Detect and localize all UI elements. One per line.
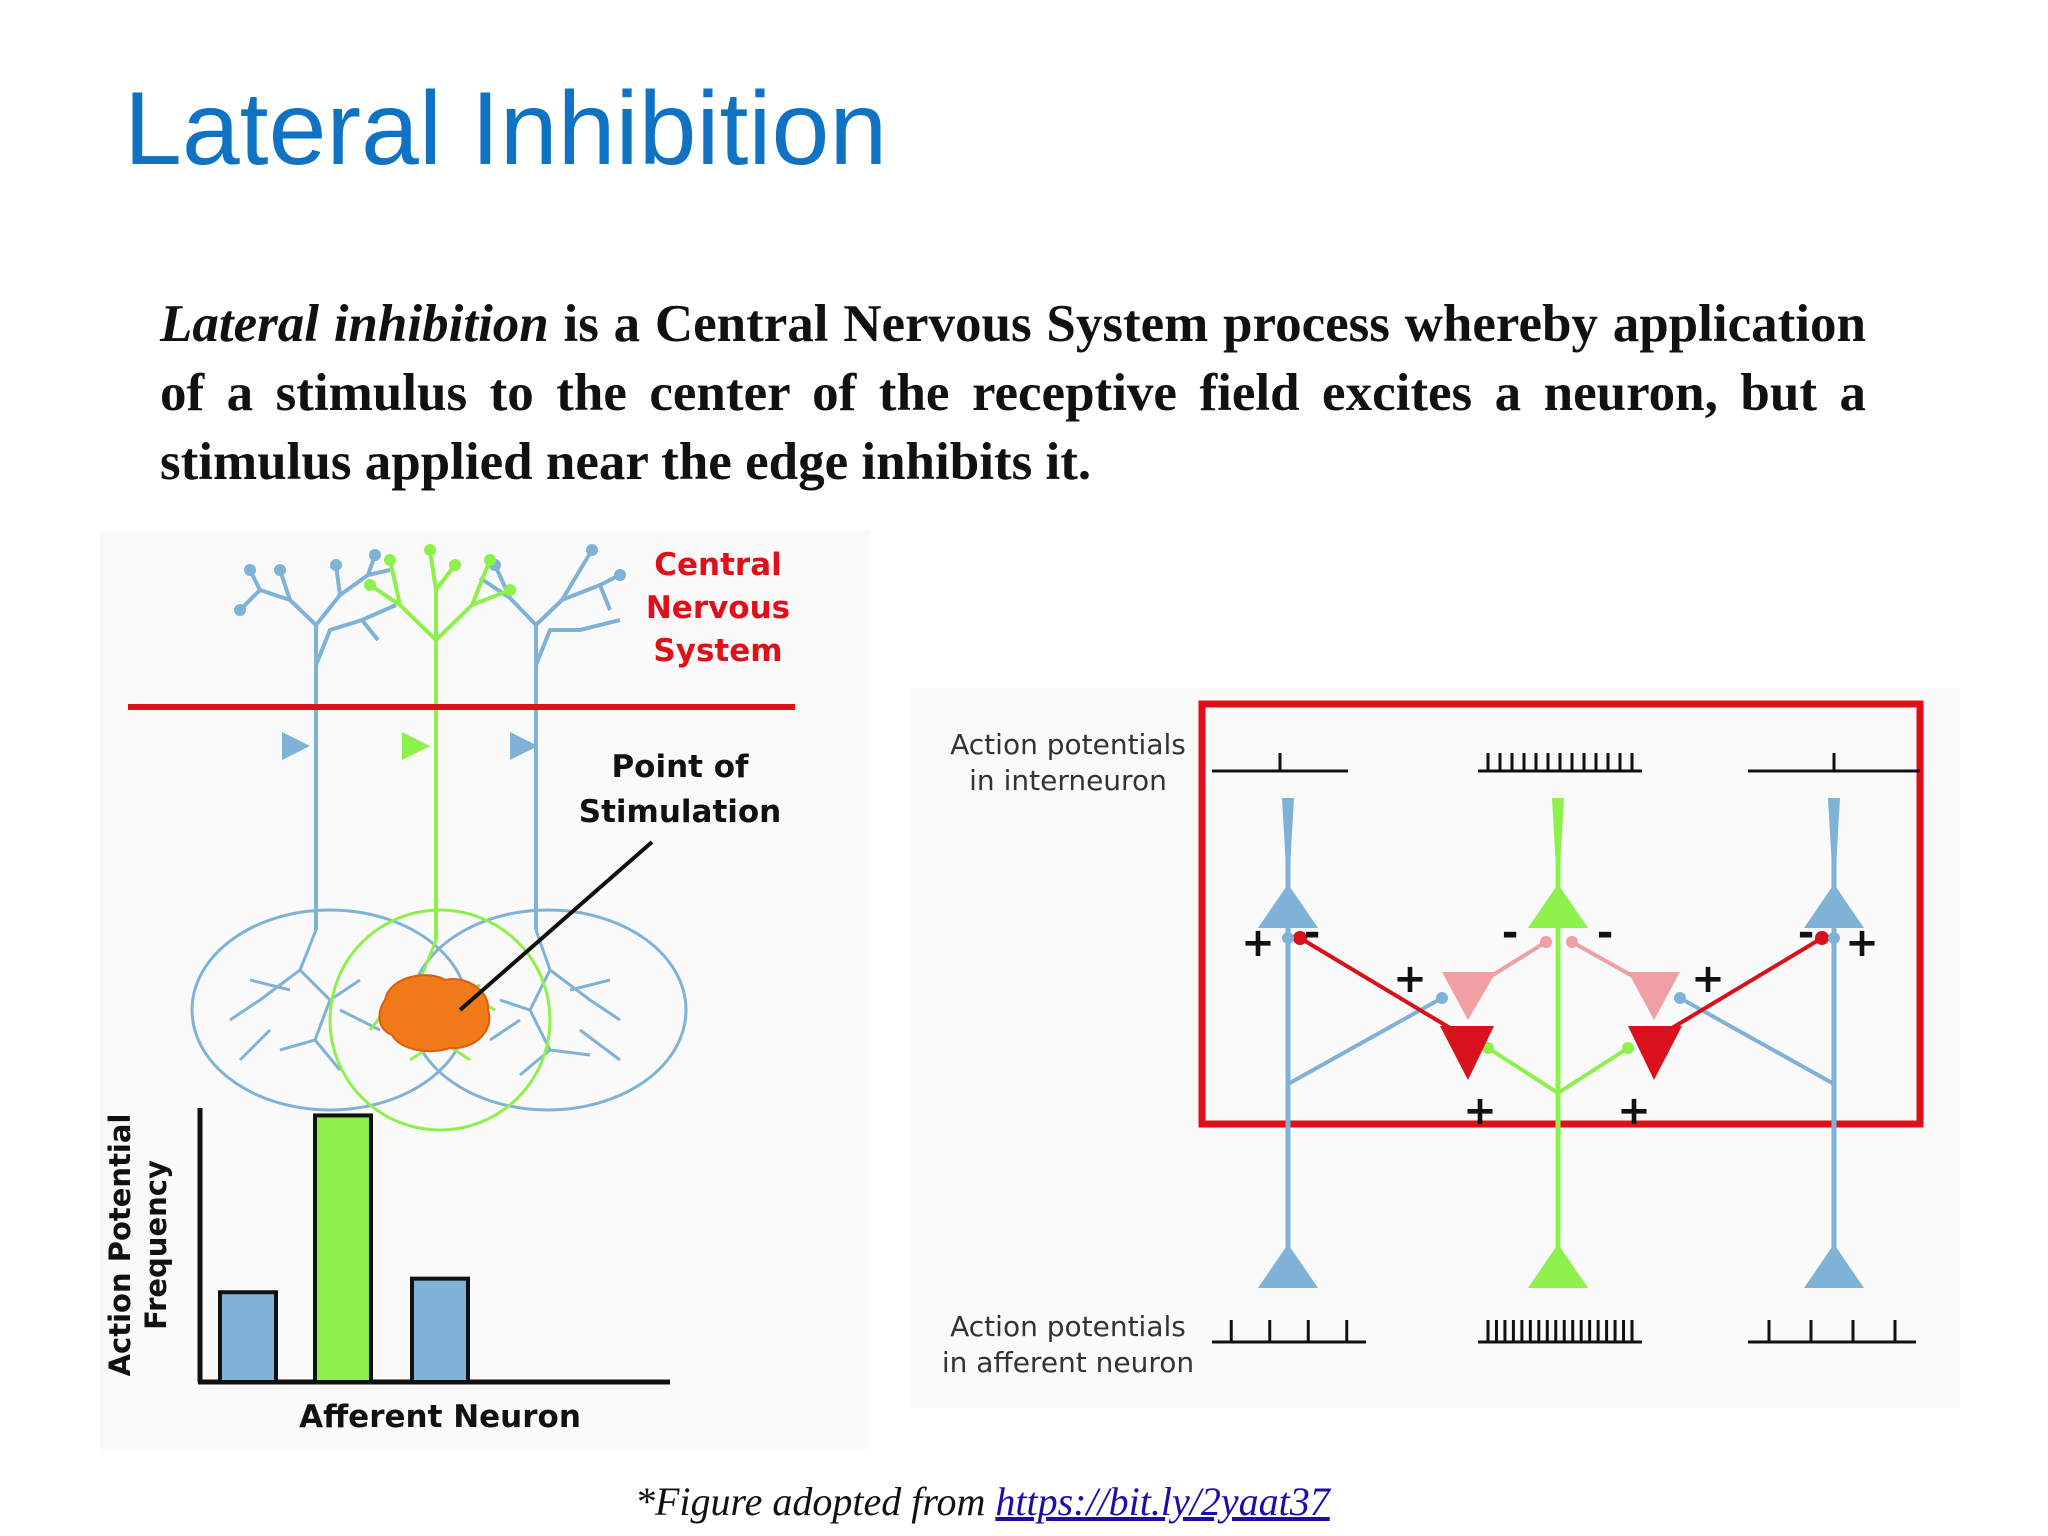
dendrite-taper-left — [1282, 798, 1294, 868]
cns-label-line2: Nervous — [646, 590, 790, 626]
inhibitory-axon-left — [1298, 936, 1452, 1030]
light-inhib-synapse-right — [1566, 936, 1578, 948]
stimulation-label-line2: Stimulation — [579, 794, 782, 830]
afferent-soma-left — [1258, 1244, 1318, 1288]
left-figure-svg: Central Nervous System Point of Stimulat… — [103, 544, 795, 1435]
inhibitory-neuron-left — [1440, 1026, 1494, 1080]
dendrite-tips — [234, 544, 626, 616]
synapse-right — [510, 732, 538, 760]
sign-plus-6: + — [1617, 1088, 1651, 1134]
chart-x-label: Afferent Neuron — [299, 1399, 581, 1435]
frequency-bar-chart: Action Potential Frequency Afferent Neur… — [103, 1108, 670, 1435]
sign-plus-4: + — [1845, 920, 1879, 966]
caption-link[interactable]: https://bit.ly/2yaat37 — [995, 1479, 1330, 1524]
sign-minus-4: - — [1798, 910, 1815, 956]
left-figure: Central Nervous System Point of Stimulat… — [100, 530, 870, 1450]
interneuron-label-line1: Action potentials — [950, 728, 1186, 761]
interneuron-soma-left — [1258, 884, 1318, 928]
synapse-dot-center-left — [1482, 1042, 1494, 1054]
cns-label-line3: System — [653, 633, 782, 669]
cns-label-line1: Central — [654, 547, 782, 583]
slide-title: Lateral Inhibition — [124, 71, 888, 187]
definition-rest: is a Central Nervous System process wher… — [160, 295, 1866, 491]
light-inhib-axon-left — [1486, 940, 1548, 980]
sign-plus-3: + — [1691, 956, 1725, 1002]
synapse-dot-left-inhib — [1436, 992, 1448, 1004]
stimulation-pointer — [458, 840, 654, 1012]
soma-dot-left — [1282, 932, 1294, 944]
right-figure-svg: Action potentials in interneuron Action … — [942, 700, 1924, 1379]
collateral-right-to-inhib — [1679, 996, 1835, 1086]
soma-dot-right — [1828, 932, 1840, 944]
sign-minus-3: - — [1597, 910, 1614, 956]
dendrite-taper-right — [1828, 798, 1840, 868]
dendrite-taper-center — [1552, 798, 1564, 868]
afferent-soma-right — [1804, 1244, 1864, 1288]
right-figure: Action potentials in interneuron Action … — [910, 688, 1960, 1408]
caption-prefix: *Figure adopted from — [635, 1479, 996, 1524]
afferent-label-line1: Action potentials — [950, 1310, 1186, 1343]
figure-caption: *Figure adopted from https://bit.ly/2yaa… — [635, 1478, 1330, 1525]
stimulation-label-line1: Point of — [611, 749, 749, 785]
bar-1 — [218, 1290, 278, 1384]
synapse-left — [282, 732, 310, 760]
inhibitory-neuron-light-left — [1442, 972, 1496, 1020]
stimulus-blob — [378, 974, 491, 1053]
synapse-center — [402, 732, 430, 760]
dendrite-tree-center — [368, 549, 511, 690]
chart-y-label-line2: Frequency — [139, 1160, 173, 1330]
interneuron-box — [1198, 700, 1924, 1128]
bar-2 — [313, 1113, 373, 1384]
afferent-label-line2: in afferent neuron — [942, 1346, 1194, 1379]
chart-y-label-line1: Action Potential — [103, 1114, 137, 1377]
interneuron-label-line2: in interneuron — [969, 764, 1167, 797]
sign-minus-2: - — [1502, 910, 1519, 956]
inhibitory-neuron-right — [1628, 1026, 1682, 1080]
inhibitory-axon-right — [1670, 936, 1824, 1030]
inhibitory-synapse-right — [1815, 931, 1829, 945]
light-inhib-axon-right — [1571, 940, 1637, 980]
sign-plus-5: + — [1463, 1088, 1497, 1134]
sign-labels: + - + - - + - + + + — [1241, 910, 1879, 1134]
interneuron-soma-right — [1804, 884, 1864, 928]
synapse-dot-center-right — [1622, 1042, 1634, 1054]
sign-plus-1: + — [1241, 920, 1275, 966]
collateral-center-left — [1486, 1046, 1560, 1095]
collateral-left-to-inhib — [1287, 996, 1443, 1086]
sign-minus-1: - — [1304, 910, 1321, 956]
light-inhib-synapse-left — [1540, 936, 1552, 948]
inhibitory-synapse-left — [1293, 931, 1307, 945]
afferent-soma-center — [1528, 1244, 1588, 1288]
dendrite-tree-left — [238, 554, 397, 666]
bar-3 — [410, 1276, 470, 1385]
dendrite-tree-right — [478, 548, 621, 666]
definition-text: Lateral inhibition is a Central Nervous … — [160, 290, 1866, 497]
inhibitory-neuron-light-right — [1628, 972, 1680, 1020]
definition-term: Lateral inhibition — [160, 295, 549, 353]
spike-trains — [1212, 753, 1920, 1344]
sign-plus-2: + — [1393, 956, 1427, 1002]
synapse-dot-right-inhib — [1674, 992, 1686, 1004]
collateral-center-right — [1556, 1046, 1630, 1095]
interneuron-soma-center — [1528, 884, 1588, 928]
